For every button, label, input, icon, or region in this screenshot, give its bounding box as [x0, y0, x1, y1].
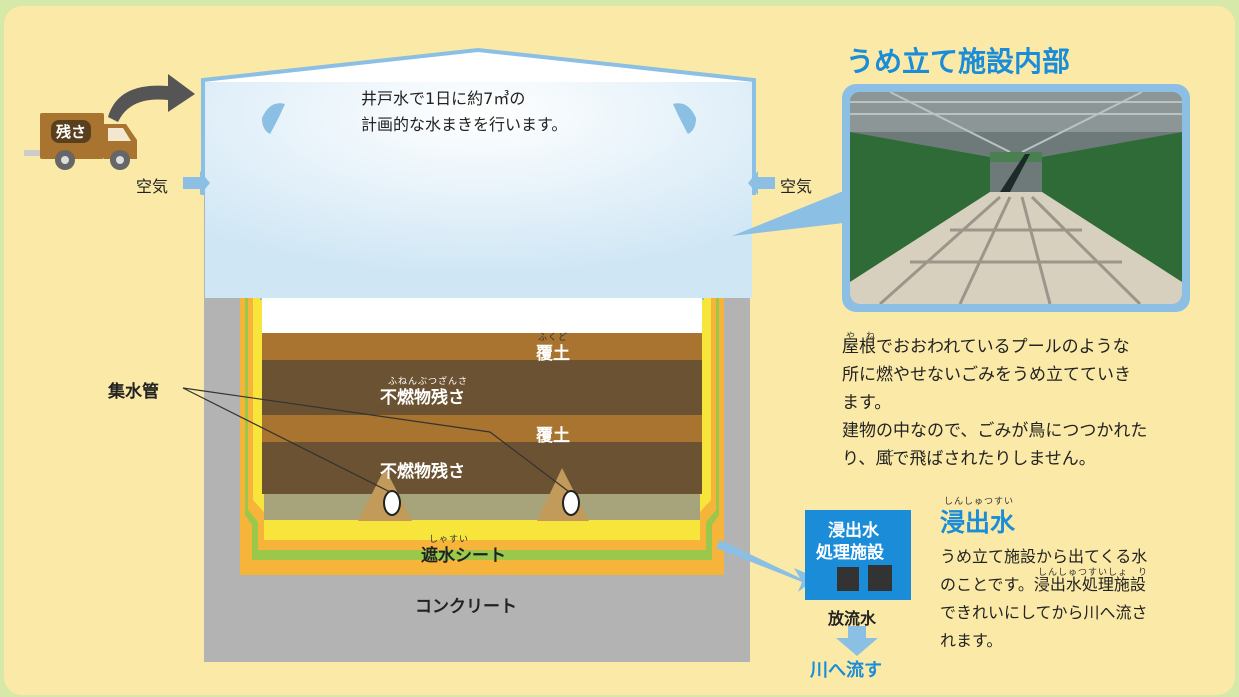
roof-ruby: や ね: [846, 332, 877, 342]
layer-drainage-gravel: [264, 494, 700, 520]
sprinkler-left-icon: [262, 103, 285, 134]
facility-photo: [850, 92, 1182, 304]
water-note-line2: 計画的な水まきを行います。: [361, 115, 568, 134]
leachate-description: うめ立て施設から出てくる水 のことです。浸出水処理施設 できれいにしてから川へ流…: [940, 543, 1148, 655]
air-label-right: 空気: [780, 177, 813, 196]
pipe-pointer-left: [182, 387, 391, 493]
concrete-label: コンクリート: [415, 597, 517, 617]
river-label: 川へ流す: [810, 660, 882, 681]
plant-label-line2: 処理施設: [816, 543, 884, 563]
discharge-label: 放流水: [828, 609, 877, 628]
pipe-pointer-right-2: [489, 431, 569, 492]
layer-cover-soil-top: [262, 333, 702, 360]
water-spray-mist: [205, 82, 752, 298]
facility-description-line: 所に燃やせないごみをうめ立てていき: [842, 365, 1131, 385]
leachate-facility-ruby: しんしゅつすいしょ り: [1038, 568, 1149, 578]
facility-description-line: 建物の中なので、ごみが鳥につつかれた: [842, 421, 1148, 441]
pipe-pointer-right: [182, 387, 491, 433]
cover-soil-middle-label: 覆土: [536, 426, 570, 446]
residue-ruby: ふねんぶつざんさ: [388, 377, 469, 387]
truck-arrow: [108, 74, 195, 122]
leachate-title: 浸出水: [940, 508, 1016, 537]
plant-tank-icon: [837, 567, 859, 591]
layer-residue-bottom: [262, 442, 702, 494]
layer-white-top: [262, 298, 702, 333]
pipe-right: [562, 490, 580, 516]
truck-window: [108, 128, 131, 141]
facility-description-line: り、風で飛ばされたりしません。: [842, 449, 1096, 469]
cover-soil-ruby: ふくど: [538, 333, 569, 343]
water-note-line1: 井戸水で1日に約7㎥の: [361, 89, 526, 108]
facility-description-line: ます。: [842, 393, 892, 413]
truck-cargo-label: 残さ: [51, 120, 92, 143]
facility-photo-frame: [842, 84, 1190, 312]
facility-description: 屋根でおおわれているプールのような 所に燃やせないごみをうめ立てていき ます。 …: [842, 333, 1147, 473]
fly-ruby: と: [886, 449, 897, 459]
cover-soil-top-label: 覆土: [536, 344, 570, 364]
leachate-description-line: のことです。浸出水処理施設: [940, 575, 1146, 594]
sheet-label: 遮水シート: [421, 546, 506, 566]
air-arrow-left: [183, 171, 210, 195]
facility-description-line: 屋根でおおわれているプールのような: [842, 337, 1130, 357]
residue-bottom-label: 不燃物残さ: [380, 462, 465, 482]
sheet-ruby: しゃすい: [429, 535, 470, 545]
air-arrow-right: [748, 171, 775, 195]
leachate-flow-arrow: [716, 540, 808, 592]
sprinkler-right-icon: [673, 103, 696, 134]
river-arrow: [836, 626, 878, 656]
layer-cover-soil-middle: [262, 415, 702, 442]
pipe-label: 集水管: [108, 382, 159, 402]
leachate-description-line: うめ立て施設から出てくる水: [940, 547, 1148, 566]
plant-building-icon: [868, 565, 892, 591]
layer-residue-top: [262, 360, 702, 415]
callout-pointer: [732, 190, 852, 236]
plant-label-line1: 浸出水: [828, 521, 879, 541]
leachate-description-line: れます。: [940, 631, 1003, 650]
truck-exhaust: [24, 150, 40, 156]
facility-title: うめ立て施設内部: [846, 45, 1071, 78]
leachate-description-line: できれいにしてから川へ流さ: [940, 603, 1148, 622]
leachate-title-ruby: しんしゅつすい: [944, 497, 1015, 507]
air-label-left: 空気: [136, 177, 169, 196]
pipe-left: [383, 490, 401, 516]
residue-top-label: 不燃物残さ: [380, 388, 465, 408]
